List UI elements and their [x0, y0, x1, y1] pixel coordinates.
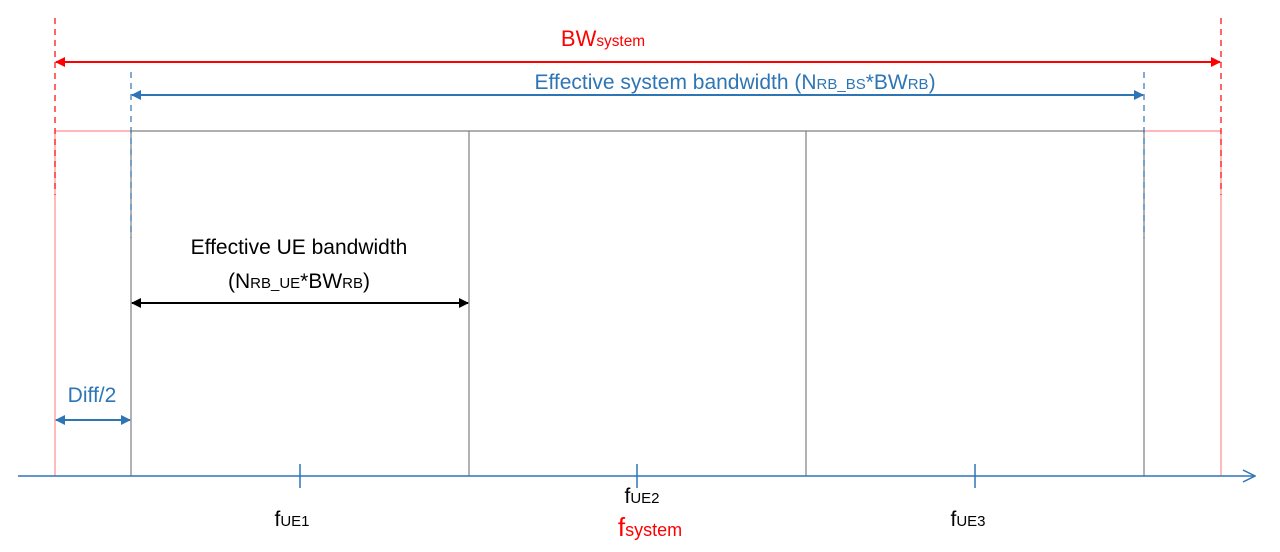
effective-ue-label-line1: Effective UE bandwidth	[191, 236, 408, 259]
f-ue3-label: fUE3	[950, 508, 985, 531]
bw-system-label: BWsystem	[561, 26, 645, 51]
f-system-label: fsystem	[618, 512, 682, 542]
f-ue2-label: fUE2	[624, 485, 659, 508]
effective-system-label: Effective system bandwidth (NRB_BS*BWRB)	[534, 71, 935, 94]
f-ue1-label: fUE1	[274, 508, 309, 531]
effective-ue-label-line2: (NRB_UE*BWRB)	[228, 270, 370, 293]
diff-label: Diff/2	[68, 384, 117, 407]
